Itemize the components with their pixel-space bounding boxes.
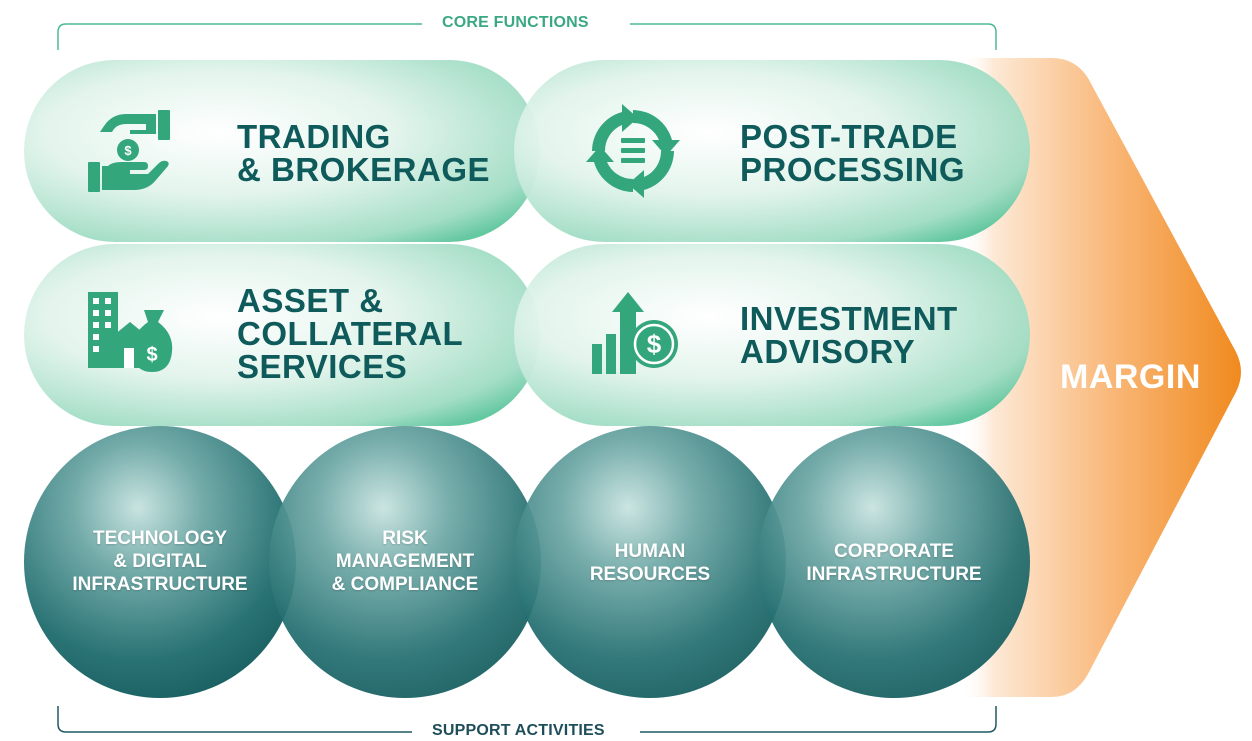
svg-text:$: $ <box>124 143 132 158</box>
hand-money-icon: $ <box>88 110 170 192</box>
core-functions-label: CORE FUNCTIONS <box>428 13 603 33</box>
svg-text:$: $ <box>647 329 662 359</box>
support-title-hr: HUMAN RESOURCES <box>589 541 711 585</box>
support-title-corporate: CORPORATE INFRASTRUCTURE <box>806 541 982 585</box>
core-pill-trading <box>24 60 540 242</box>
support-sphere-hr <box>514 426 786 698</box>
growth-dollar-icon: $ <box>592 292 678 374</box>
core-title-post-trade: POST-TRADE PROCESSING <box>740 118 966 188</box>
support-activities-bracket <box>57 706 997 733</box>
core-title-asset: ASSET & COLLATERAL SERVICES <box>237 282 464 385</box>
core-pill-investment <box>514 244 1030 426</box>
cycle-document-icon <box>586 104 680 198</box>
building-moneybag-icon: $ <box>88 292 173 372</box>
support-sphere-technology <box>24 426 296 698</box>
support-sphere-risk <box>269 426 541 698</box>
margin-arrow <box>960 58 1241 697</box>
core-title-trading: TRADING & BROKERAGE <box>237 118 491 188</box>
support-activities-label: SUPPORT ACTIVITIES <box>418 721 619 741</box>
support-title-risk: RISK MANAGEMENT & COMPLIANCE <box>331 528 479 595</box>
svg-text:$: $ <box>146 344 157 366</box>
core-title-investment: INVESTMENT ADVISORY <box>740 300 958 370</box>
margin-label: MARGIN <box>1060 358 1201 396</box>
support-title-technology: TECHNOLOGY & DIGITAL INFRASTRUCTURE <box>72 528 248 595</box>
core-functions-bracket <box>57 23 997 50</box>
core-pill-asset <box>24 244 540 426</box>
support-sphere-corporate <box>758 426 1030 698</box>
